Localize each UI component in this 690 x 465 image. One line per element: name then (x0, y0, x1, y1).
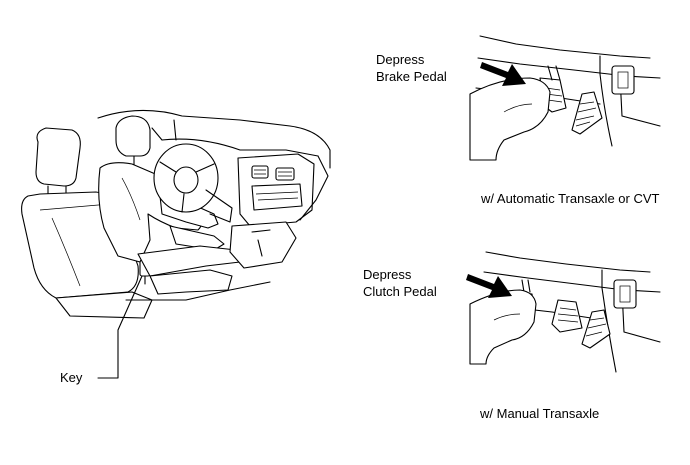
manual-caption: w/ Manual Transaxle (480, 406, 600, 421)
automatic-caption: w/ Automatic Transaxle or CVT (481, 191, 660, 206)
brake-label-line2: Brake Pedal (376, 69, 447, 84)
depress-arrow-icon (466, 274, 512, 298)
clutch-label-line1: Depress (363, 267, 412, 282)
brake-label-line1: Depress (376, 52, 425, 67)
clutch-label-line2: Clutch Pedal (363, 284, 437, 299)
depress-arrow-icon (480, 62, 526, 86)
key-label: Key (60, 370, 83, 385)
air-vent-icon (251, 165, 269, 179)
